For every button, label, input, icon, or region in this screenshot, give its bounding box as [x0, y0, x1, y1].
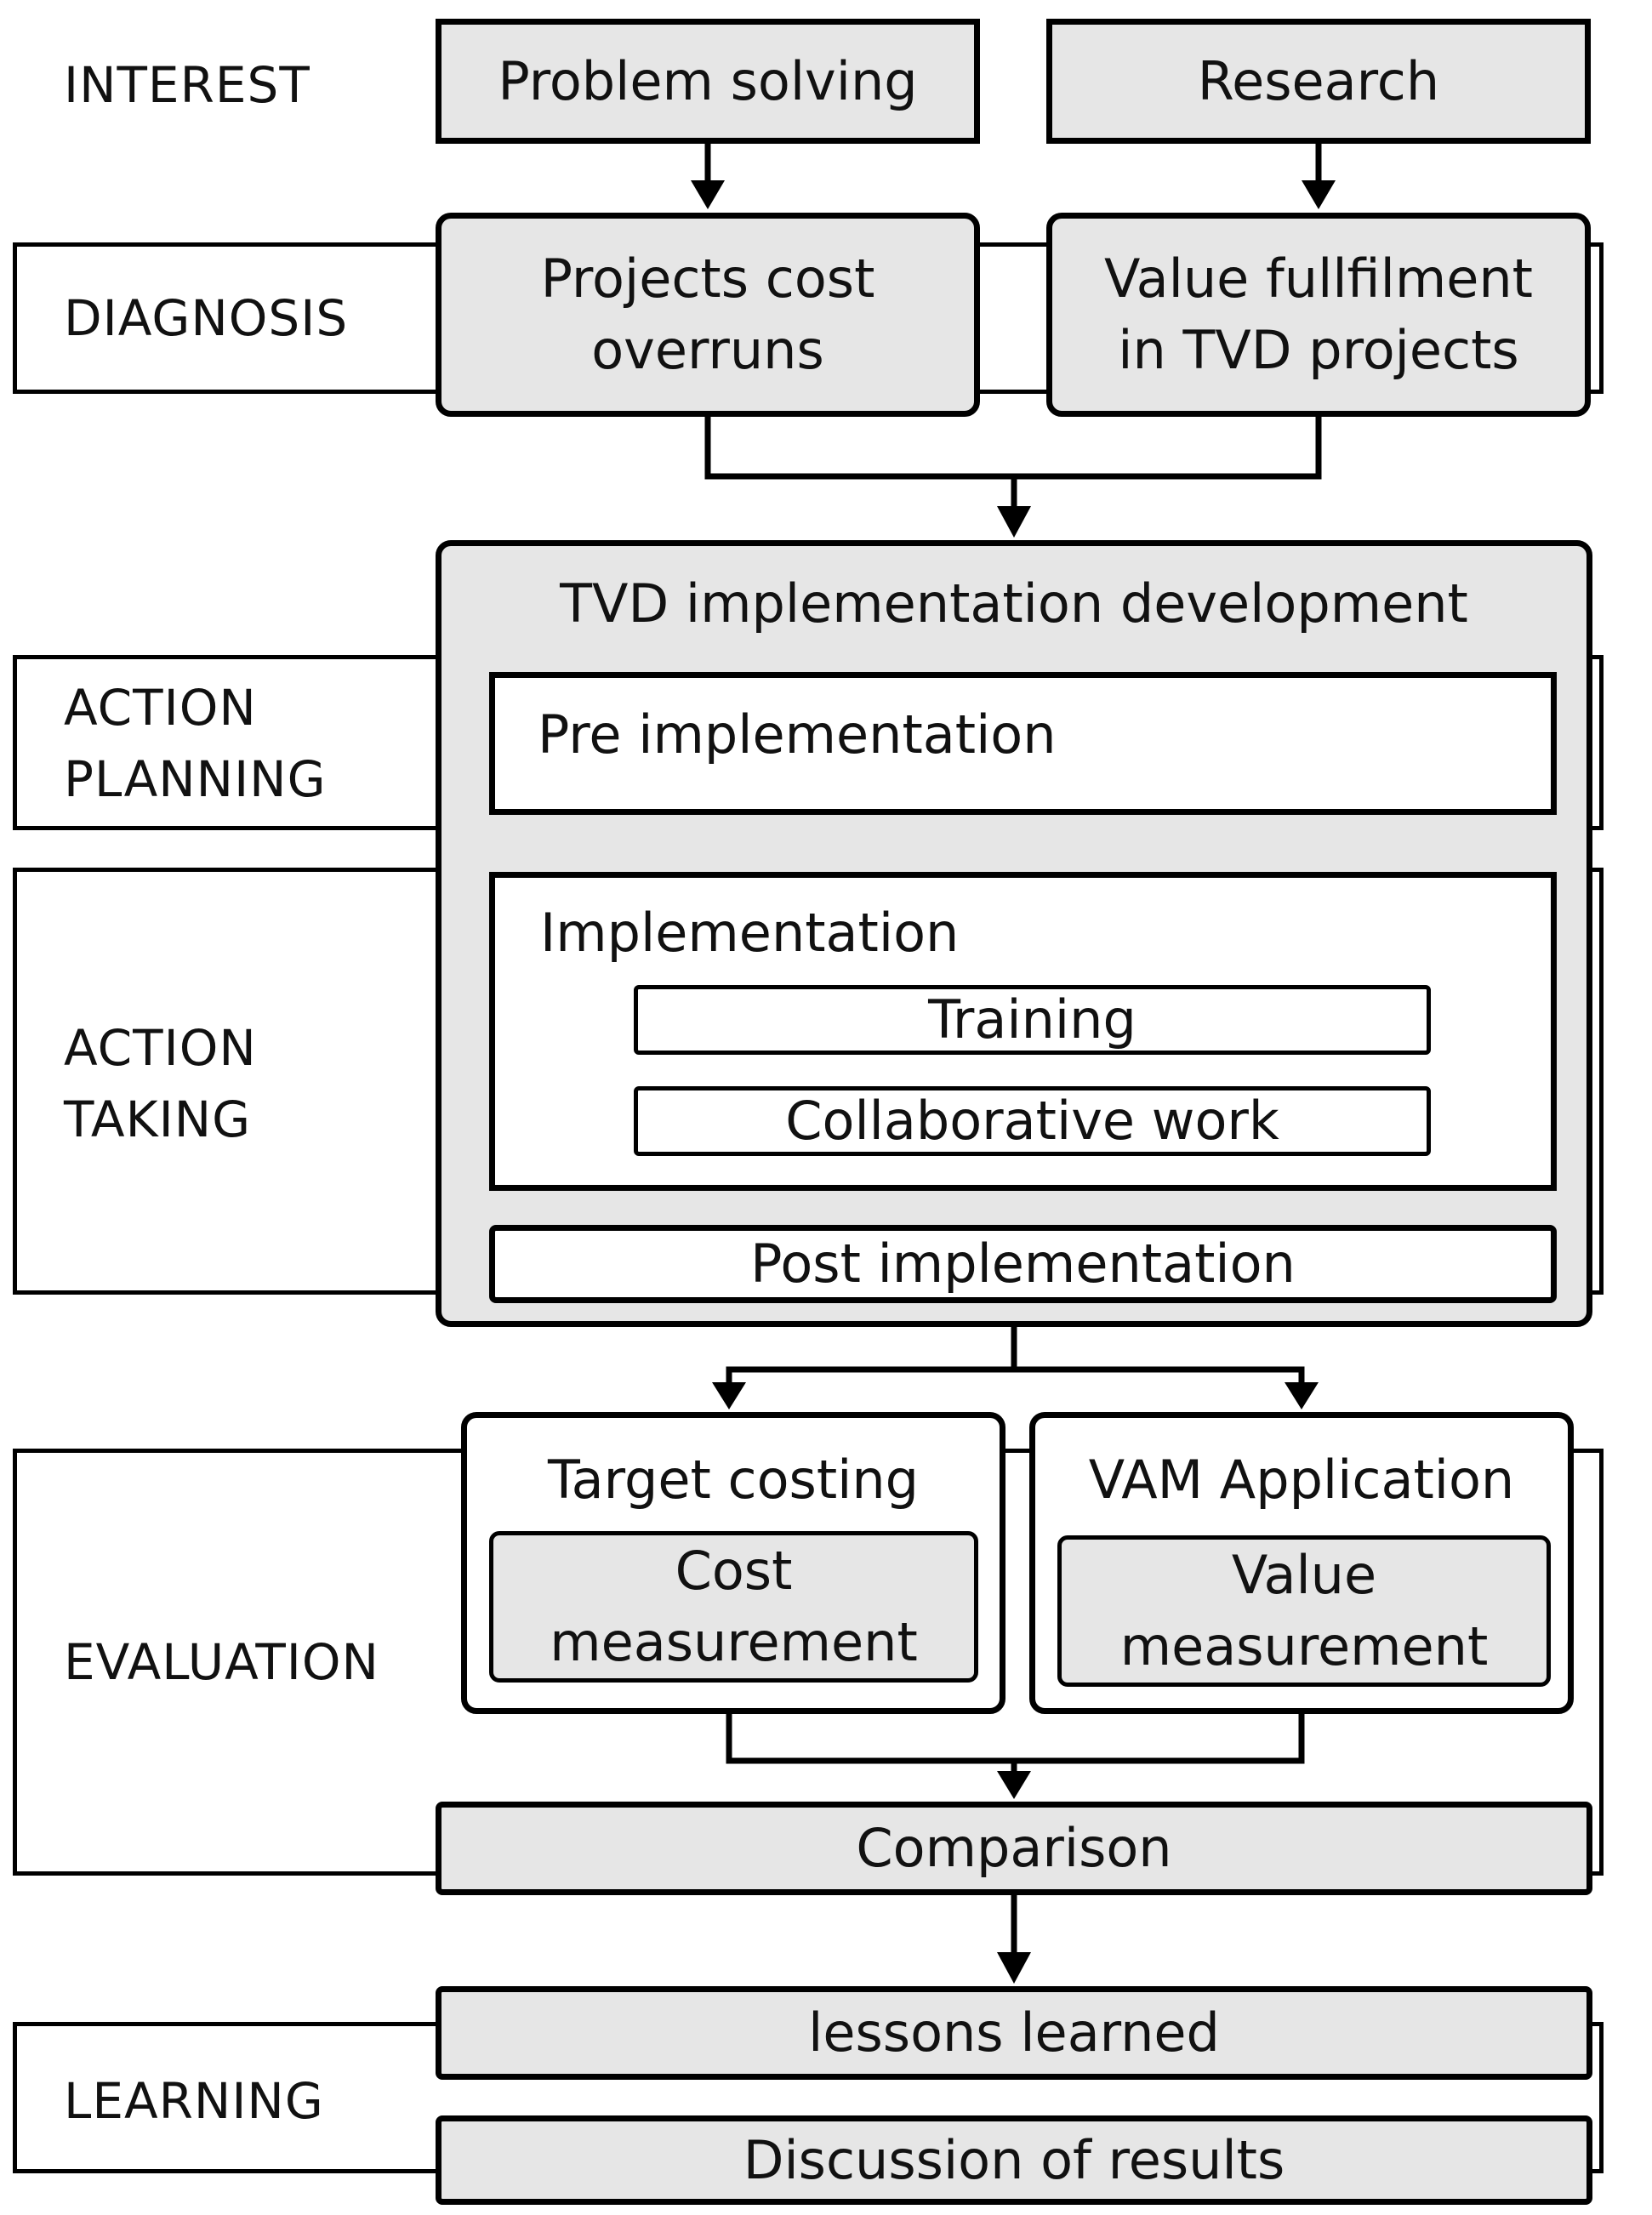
tvd-implementation-development-title: TVD implementation development — [560, 572, 1468, 635]
comparison-box: Comparison — [436, 1802, 1592, 1895]
collaborative-work-box: Collaborative work — [634, 1086, 1431, 1156]
phase-label-learning: LEARNING — [64, 2072, 324, 2130]
phase-label-action-planning: ACTION PLANNING — [64, 679, 327, 808]
arrowhead-research — [1302, 180, 1336, 209]
pre-implementation-box: Pre implementation — [489, 672, 1557, 815]
phase-label-evaluation: EVALUATION — [64, 1633, 379, 1691]
implementation-title: Implementation — [540, 902, 960, 964]
vam-application-title: VAM Application — [1088, 1449, 1515, 1511]
training-box: Training — [634, 985, 1431, 1055]
value-measurement-box: Value measurement — [1057, 1535, 1551, 1687]
arrowhead-vam-application — [1285, 1382, 1319, 1409]
arrowhead-target-costing — [712, 1382, 746, 1409]
problem-solving-box: Problem solving — [436, 19, 980, 144]
arrowhead-tvd — [997, 506, 1031, 538]
target-costing-title: Target costing — [547, 1449, 920, 1511]
connector-diagnosis-merge — [704, 417, 1322, 480]
discussion-of-results-box: Discussion of results — [436, 2115, 1592, 2205]
post-implementation-box: Post implementation — [489, 1225, 1557, 1303]
arrowhead-problem-solving — [691, 180, 725, 209]
phase-label-diagnosis: DIAGNOSIS — [64, 289, 349, 347]
value-fulfilment-box: Value fullfilment in TVD projects — [1046, 213, 1591, 417]
phase-label-interest: INTEREST — [64, 56, 310, 114]
projects-cost-overruns-box: Projects cost overruns — [436, 213, 980, 417]
phase-label-action-taking: ACTION TAKING — [64, 1019, 257, 1148]
arrowhead-lessons-learned — [997, 1952, 1031, 1984]
cost-measurement-box: Cost measurement — [489, 1531, 978, 1683]
connector-tvd-split — [726, 1366, 1305, 1395]
research-box: Research — [1046, 19, 1591, 144]
lessons-learned-box: lessons learned — [436, 1986, 1592, 2080]
